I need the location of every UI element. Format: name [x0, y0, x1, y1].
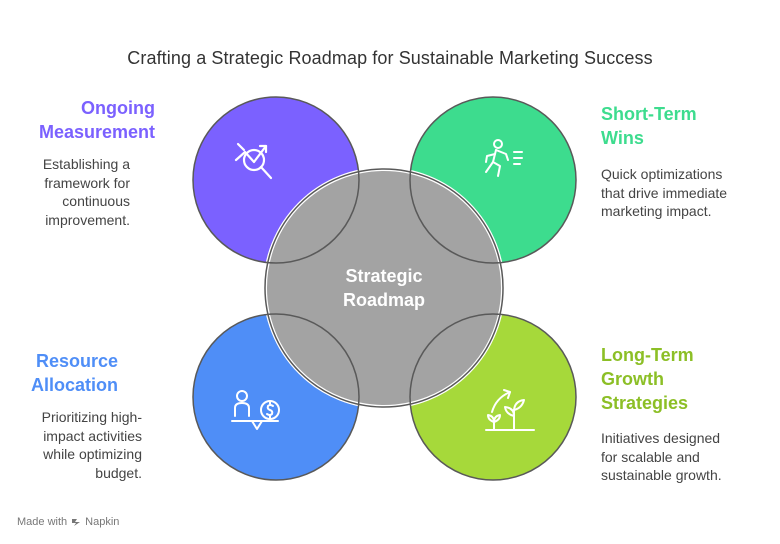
long-term-ring	[409, 313, 577, 481]
hub-label: Strategic Roadmap	[314, 264, 454, 312]
hub-label-line2: Roadmap	[342, 290, 425, 310]
plant-growth-icon	[485, 389, 535, 431]
hub-ring	[264, 168, 504, 408]
measurement-ring	[192, 96, 360, 264]
footer-brand: Napkin	[85, 516, 120, 528]
short-term-description: Quick optimizations that drive immediate…	[601, 166, 728, 219]
made-with-napkin-footer: Made with Napkin	[17, 516, 119, 528]
growth-analysis-icon	[234, 142, 273, 180]
short-term-heading: Short-Term Wins	[601, 104, 697, 148]
napkin-logo-icon	[72, 519, 81, 526]
footer-prefix: Made with	[17, 516, 68, 528]
measurement-heading: Ongoing Measurement	[38, 98, 155, 142]
resource-ring	[192, 313, 360, 481]
resource-heading: Resource Allocation	[30, 351, 118, 395]
long-term-description: Initiatives designed for scalable and su…	[601, 430, 722, 483]
hub-label-line1: Strategic	[345, 266, 423, 286]
resource-description: Prioritizing high- impact activities whi…	[41, 409, 142, 481]
balance-scale-icon	[231, 390, 280, 430]
long-term-heading: Long-Term Growth Strategies	[601, 345, 694, 413]
measurement-description: Establishing a framework for continuous …	[42, 156, 130, 228]
short-term-ring	[409, 96, 577, 264]
running-person-icon	[485, 139, 523, 177]
diagram-title: Crafting a Strategic Roadmap for Sustain…	[127, 48, 653, 68]
